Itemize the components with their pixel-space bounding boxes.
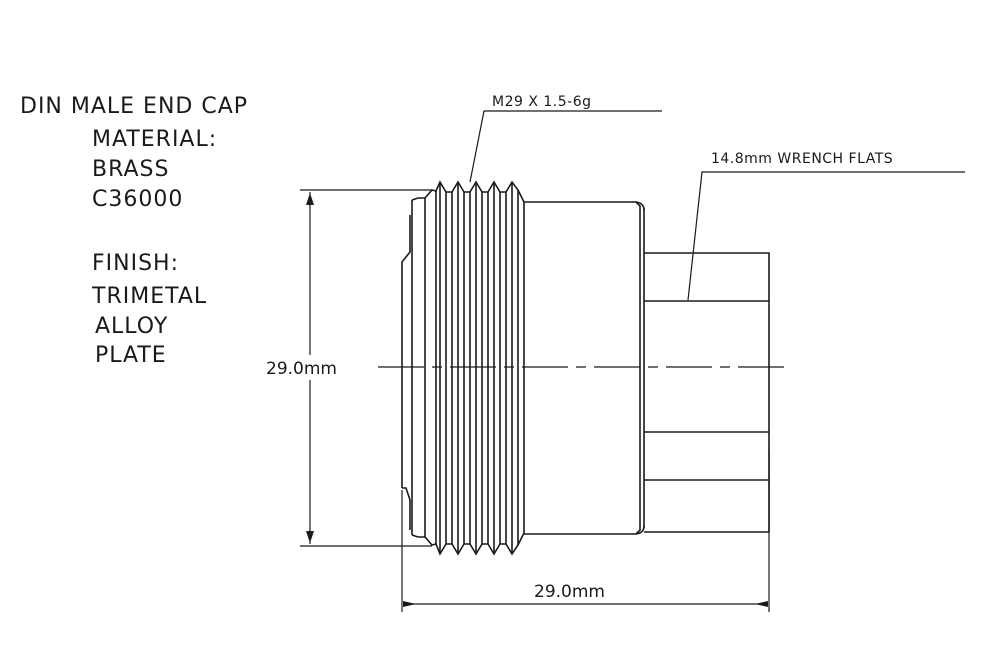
finish-line-3: PLATE (95, 343, 167, 368)
length-dimension-text: 29.0mm (534, 582, 605, 602)
thread-callout: M29 X 1.5-6g (469, 94, 662, 183)
height-dimension: 29.0mm (266, 189, 432, 547)
wrench-flats-text: 14.8mm WRENCH FLATS (711, 151, 893, 167)
wrench-flats-callout: 14.8mm WRENCH FLATS (687, 151, 965, 301)
material-label: MATERIAL: (92, 127, 217, 152)
height-dimension-text: 29.0mm (266, 359, 337, 379)
material-line-1: BRASS (92, 157, 169, 182)
material-line-2: C36000 (92, 187, 183, 212)
finish-label: FINISH: (92, 251, 179, 276)
thread-callout-text: M29 X 1.5-6g (492, 94, 592, 110)
finish-line-2: ALLOY (95, 314, 168, 339)
drawing-title: DIN MALE END CAP (20, 94, 248, 119)
finish-line-1: TRIMETAL (91, 284, 207, 309)
length-dimension: 29.0mm (401, 450, 770, 612)
end-cap-part (401, 180, 770, 556)
